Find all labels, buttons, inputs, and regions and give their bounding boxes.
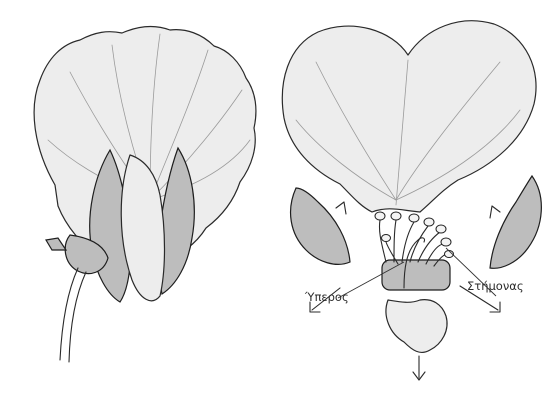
- dissected-standard-petal: [282, 21, 536, 212]
- anther: [436, 225, 446, 233]
- right-wing-petal: [490, 176, 541, 268]
- pistil-label: Ύπερος: [304, 290, 349, 304]
- anther: [409, 214, 419, 222]
- dissected-flower: Ύπερος Στήμονας: [282, 21, 541, 380]
- stamens-label: Στήμονας: [467, 279, 524, 293]
- filament: [394, 220, 396, 262]
- filament: [410, 226, 428, 262]
- right-wing-claw: [490, 206, 500, 218]
- left-wing-claw: [336, 202, 346, 214]
- stamens: [375, 212, 454, 290]
- left-wing-petal: [291, 188, 350, 264]
- anther: [441, 238, 451, 246]
- anther: [375, 212, 385, 220]
- sepal-tip: [46, 238, 66, 250]
- anther: [424, 218, 434, 226]
- arrow-head: [490, 302, 500, 312]
- anther: [391, 212, 401, 220]
- stamen-tube: [382, 260, 450, 290]
- dissected-keel-petal: [386, 300, 447, 353]
- flower-stem: [60, 268, 86, 362]
- whole-flower: [34, 26, 256, 362]
- anther: [382, 235, 391, 242]
